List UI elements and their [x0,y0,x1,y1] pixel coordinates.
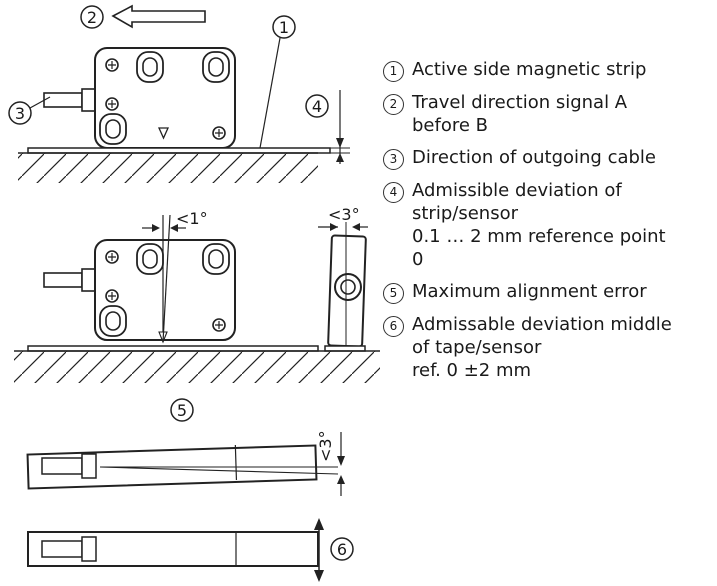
legend-text: Admissable deviation middle of tape/sens… [412,314,672,381]
legend-item-1: 1 Active side magnetic strip [383,58,713,82]
legend-text: Travel direction signal A before B [412,92,628,136]
callout-circle-2 [80,5,104,29]
callout-circle-5 [170,398,194,422]
legend-item-5: 5 Maximum alignment error [383,280,713,304]
callout-circle-3 [8,101,32,125]
legend-list: 1 Active side magnetic strip 2 Travel di… [383,58,713,391]
callout-circle-4 [305,94,329,118]
legend-text: Maximum alignment error [412,281,647,302]
legend-number: 2 [383,94,404,115]
callout-1-label: 1 [279,18,289,37]
callout-6-label: 6 [337,540,347,559]
legend-text: Admissible deviation of strip/sensor 0.1… [412,180,666,270]
leader-line-1 [259,37,281,149]
callout-circle-1 [272,15,296,39]
legend-number: 6 [383,316,404,337]
bottom-view: <3° 6 [26,430,354,582]
legend-item-3: 3 Direction of outgoing cable [383,146,713,170]
legend-number: 4 [383,182,404,203]
sensor-mounting-diagram: 2 1 3 4 [8,4,380,582]
middle-view: <1° <3° 5 [14,205,380,422]
legend-text: Active side magnetic strip [412,59,647,80]
travel-direction-arrow [111,4,206,29]
callout-3-label: 3 [15,104,25,123]
callout-circle-6 [330,537,354,561]
legend-item-6: 6 Admissable deviation middle of tape/se… [383,313,713,382]
angle-side-label: <3° [328,205,360,224]
legend-item-4: 4 Admissible deviation of strip/sensor 0… [383,179,713,271]
legend-number: 5 [383,283,404,304]
angle-top-label: <3° [316,430,335,462]
legend-item-2: 2 Travel direction signal A before B [383,91,713,137]
callout-5-label: 5 [177,401,187,420]
legend-text: Direction of outgoing cable [412,147,657,168]
top-view: 2 1 3 4 [8,4,350,183]
callout-2-label: 2 [87,8,97,27]
legend-number: 3 [383,149,404,170]
angle-front-label: <1° [176,209,208,228]
legend-number: 1 [383,61,404,82]
callout-4-label: 4 [312,97,322,116]
